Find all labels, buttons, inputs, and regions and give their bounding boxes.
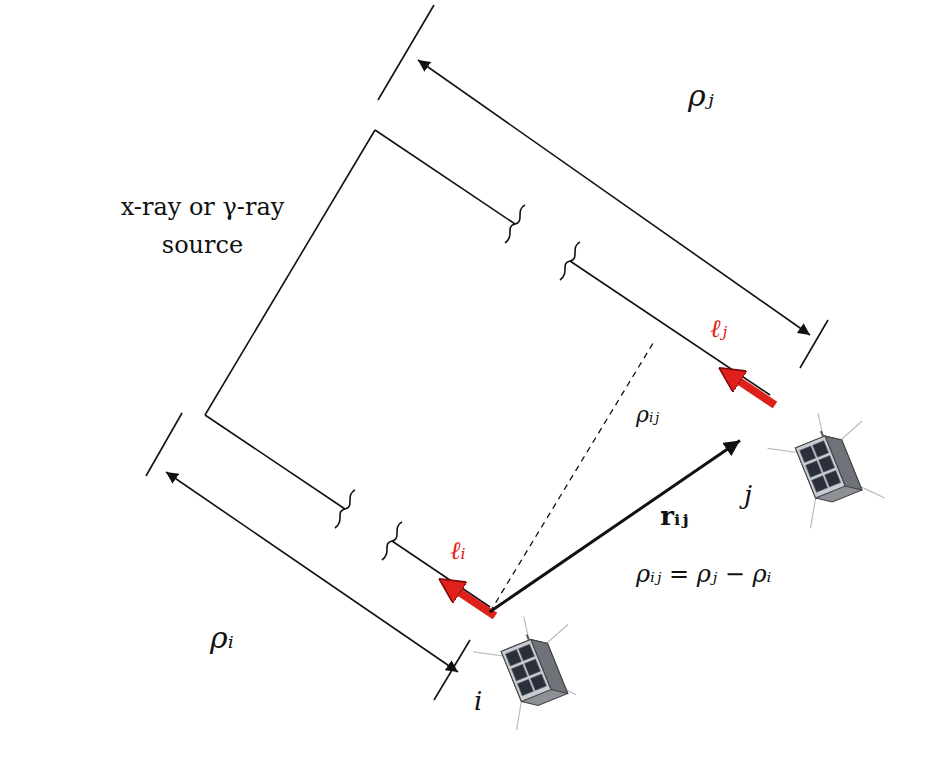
solar-cell <box>812 476 828 493</box>
beam-line <box>392 541 490 607</box>
dimension-label: ρⱼ <box>688 78 714 114</box>
los-label: ℓⱼ <box>710 314 727 344</box>
cubesat-body <box>795 431 862 508</box>
beam-line <box>375 130 515 224</box>
antenna-mount <box>821 431 823 437</box>
beam-line <box>570 261 770 395</box>
dimension-label: ρᵢ <box>210 620 234 656</box>
beam-line <box>205 415 345 509</box>
antenna <box>520 616 533 640</box>
satellite-label: i <box>474 686 482 716</box>
solar-cell <box>530 674 546 691</box>
solar-cell <box>524 659 540 676</box>
equation-label: ρᵢⱼ = ρⱼ − ρᵢ <box>636 560 771 589</box>
antenna <box>768 438 800 463</box>
break-mark <box>505 205 525 243</box>
extension-line <box>800 320 828 368</box>
satellite: j <box>740 400 885 535</box>
solar-cell <box>819 456 835 473</box>
solar-cell <box>511 664 527 681</box>
distance-label: ρᵢⱼ <box>636 402 659 428</box>
dimension-line <box>166 472 458 672</box>
antenna <box>801 498 826 528</box>
cubesat-side <box>531 634 568 699</box>
solar-cell <box>505 650 521 667</box>
extension-line <box>434 640 470 700</box>
antenna <box>814 413 827 437</box>
break-mark <box>382 522 402 560</box>
source-line <box>205 130 375 415</box>
break-mark <box>335 490 355 528</box>
los-arrow <box>456 590 495 616</box>
antenna-mount <box>527 635 529 641</box>
solar-cell <box>800 446 816 463</box>
projection-line <box>490 340 655 612</box>
extension-line <box>378 5 434 100</box>
satellite-label: j <box>744 480 752 510</box>
solar-cell <box>813 441 829 458</box>
solar-cell <box>517 679 533 696</box>
antenna <box>473 641 505 666</box>
solar-cell <box>806 461 822 478</box>
antenna <box>542 624 572 644</box>
antenna <box>855 475 885 508</box>
vector-label: rᵢⱼ <box>660 501 688 532</box>
antenna <box>507 701 532 730</box>
dimension-line <box>418 60 810 335</box>
cubesat-side <box>825 431 862 496</box>
solar-cell <box>825 470 841 487</box>
source-label: x-ray or γ-ray source <box>100 188 305 265</box>
cubesat-icon <box>740 400 885 535</box>
antenna <box>836 421 866 441</box>
cubesat-body <box>501 634 568 711</box>
break-mark <box>560 242 580 280</box>
extension-line <box>146 413 182 476</box>
los-label: ℓᵢ <box>450 536 465 566</box>
satellite: i <box>468 612 576 730</box>
cubesat-icon <box>468 612 576 730</box>
los-arrow <box>736 379 775 405</box>
solar-cell <box>518 644 534 661</box>
